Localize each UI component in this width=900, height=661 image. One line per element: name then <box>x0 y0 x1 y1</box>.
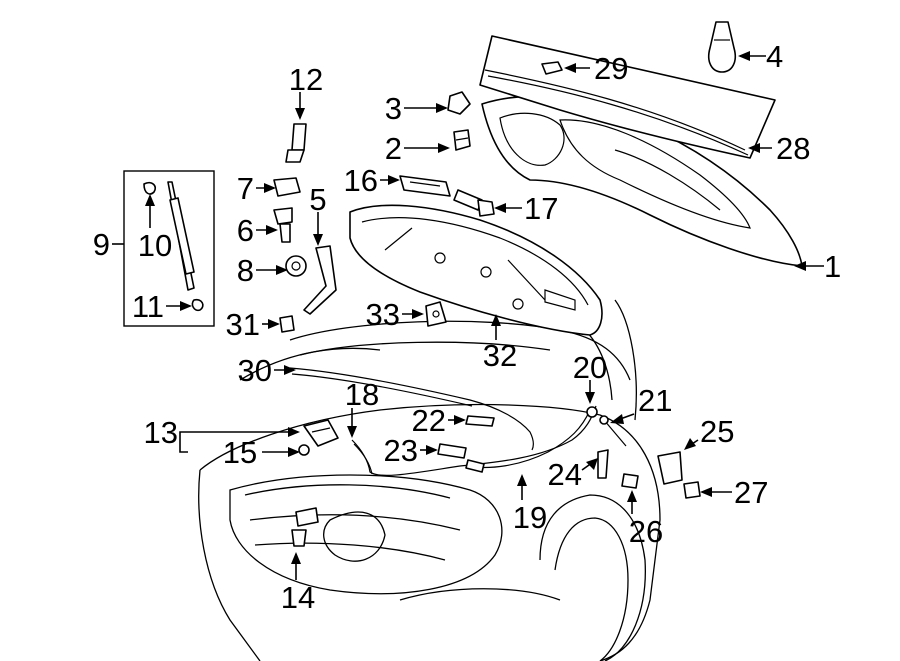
callout-8: 8 <box>237 253 254 288</box>
hood-insulation-pad <box>349 204 603 336</box>
part-18-cable <box>351 405 597 476</box>
part-31-stop <box>279 315 295 333</box>
part-5-hood-prop-bracket <box>303 245 337 315</box>
arrowheads <box>145 51 806 564</box>
callout-28: 28 <box>776 131 810 166</box>
part-27-clip <box>683 481 701 499</box>
callout-10: 10 <box>138 228 172 263</box>
callout-20: 20 <box>573 350 607 385</box>
part-12-bolt <box>285 123 307 163</box>
part-14-striker <box>291 507 319 547</box>
part-21-cable-end <box>599 415 627 447</box>
part-13-latch <box>303 419 339 447</box>
callout-3: 3 <box>385 91 402 126</box>
part-9-strut-group <box>123 170 215 327</box>
callout-16: 16 <box>344 163 378 198</box>
part-26-bolt <box>621 473 639 489</box>
part-4-cap <box>707 21 737 73</box>
callout-12: 12 <box>289 62 323 97</box>
part-22-cover <box>465 415 495 427</box>
callout-21: 21 <box>638 383 672 418</box>
callout-9: 9 <box>93 227 110 262</box>
part-20-clip <box>586 406 598 418</box>
part-16-hinge-bracket <box>399 175 451 197</box>
callout-6: 6 <box>237 213 254 248</box>
part-29-clip <box>541 61 563 75</box>
part-15-clip <box>298 444 310 456</box>
callout-30: 30 <box>238 353 272 388</box>
callout-31: 31 <box>226 307 260 342</box>
callout-32: 32 <box>483 338 517 373</box>
callout-5: 5 <box>309 182 326 217</box>
callout-17: 17 <box>524 191 558 226</box>
part-25-handle <box>657 451 683 485</box>
callout-7: 7 <box>237 171 254 206</box>
callout-11: 11 <box>132 289 164 324</box>
callout-labels: 1 2 3 4 5 6 7 8 9 10 11 12 13 14 15 16 1… <box>93 39 842 615</box>
callout-4: 4 <box>766 39 783 74</box>
part-23-handle <box>437 443 467 459</box>
part-3-bumper <box>447 91 471 115</box>
callout-13: 13 <box>144 415 178 450</box>
part-33-bracket <box>425 301 447 327</box>
callout-18: 18 <box>345 377 379 412</box>
callout-19: 19 <box>513 500 547 535</box>
callout-22: 22 <box>412 403 446 438</box>
callout-23: 23 <box>384 433 418 468</box>
part-8-grommet <box>285 255 307 277</box>
callout-29: 29 <box>594 51 628 86</box>
part-2-bumper <box>453 129 471 151</box>
callout-15: 15 <box>223 435 257 470</box>
part-17-bolt <box>453 189 495 217</box>
callout-24: 24 <box>548 457 582 492</box>
part-30-rod <box>289 367 534 451</box>
part-6-bolt <box>273 207 293 243</box>
callout-26: 26 <box>629 514 663 549</box>
part-19-release-cable <box>465 409 591 473</box>
callout-25: 25 <box>700 414 734 449</box>
callout-33: 33 <box>366 297 400 332</box>
callout-14: 14 <box>281 580 315 615</box>
callout-2: 2 <box>385 131 402 166</box>
vehicle-front-body <box>198 299 661 661</box>
callout-1: 1 <box>824 249 841 284</box>
part-24-clip <box>597 449 609 479</box>
part-7-nut <box>273 177 301 197</box>
callout-27: 27 <box>734 475 768 510</box>
